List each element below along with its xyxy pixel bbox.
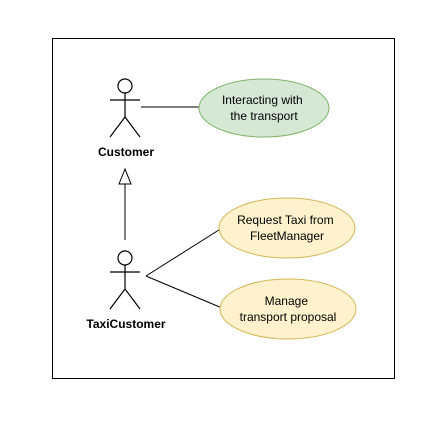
actor-taxicustomer-label: TaxiCustomer	[86, 317, 165, 331]
actor-customer[interactable]	[109, 78, 141, 138]
use-case-interacting-text: Interacting with the transport	[222, 93, 306, 123]
generalization-arrowhead	[118, 167, 132, 185]
use-case-request-taxi[interactable]: Request Taxi from FleetManager	[218, 197, 356, 259]
use-case-request-taxi-line-2: FleetManager	[250, 229, 324, 243]
use-case-request-taxi-text: Request Taxi from FleetManager	[237, 213, 337, 243]
use-case-interacting-line-2: the transport	[230, 109, 298, 123]
use-case-request-taxi-line-1: Request Taxi from	[237, 213, 334, 227]
actor-customer-left-leg	[109, 116, 126, 138]
use-case-manage-proposal[interactable]: Manage transport proposal	[219, 278, 357, 340]
use-case-manage-proposal-shape	[219, 278, 357, 340]
use-case-manage-proposal-line-1: Manage	[265, 294, 309, 308]
use-case-manage-proposal-text: Manage transport proposal	[240, 294, 337, 324]
use-case-interacting[interactable]: Interacting with the transport	[198, 78, 330, 138]
association-taxicustomer-uc2	[145, 227, 223, 277]
actor-taxicustomer[interactable]	[109, 250, 141, 310]
use-case-manage-proposal-line-2: transport proposal	[240, 310, 337, 324]
use-case-interacting-shape	[198, 78, 330, 138]
use-case-interacting-line-1: Interacting with	[222, 93, 303, 107]
association-taxicustomer-uc3	[145, 275, 223, 309]
actor-customer-label: Customer	[98, 145, 154, 159]
actor-customer-right-leg	[124, 116, 141, 138]
actor-taxicustomer-left-leg	[109, 288, 126, 310]
actor-taxicustomer-right-leg	[124, 288, 141, 310]
use-case-request-taxi-shape	[218, 197, 356, 259]
